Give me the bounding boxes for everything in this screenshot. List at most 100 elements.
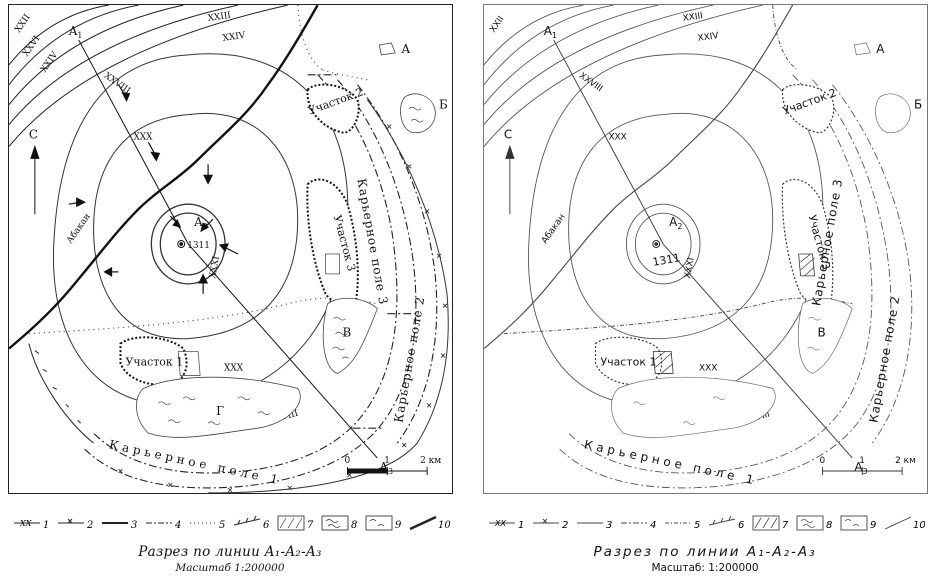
iso-label-xxx-lower-r: XXX [699,363,717,373]
depression-contours [52,53,349,406]
legend-num-9-r: 9 [870,520,876,531]
scale-2-label: 2 км [420,456,441,466]
cross-contour [208,99,449,493]
well-icon-r [652,240,661,249]
legend-num-6: 6 [263,520,270,531]
legend-num-5: 5 [219,520,225,531]
iso-label-xxiv-r: XXIV [697,31,720,44]
site-1-label-r: Участок 1 [600,355,656,368]
legend-num-2: 2 [86,520,93,531]
iso-label-xxiii: XXIII [207,11,232,24]
river-label-r: Абакан [540,212,568,246]
caption-title-right: Разрез по линии A₁-A₂-A₃ [593,544,817,560]
north-label: С [29,127,38,141]
iso-label-xxvi: XXVI [21,34,42,59]
legend-xx-label: XX [19,519,32,528]
map-frame-right: XXII XXIII XXIV XXVIII XXX XXXI XXX XXVI… [483,4,928,494]
zone-a-label-r: А [876,42,885,56]
scale-0-label: 0 [344,456,350,466]
legend-svg-left: XX 1 2 3 4 5 6 7 8 9 10 [14,515,451,531]
zone-b-area-r [875,93,911,133]
legend-num-10-r: 10 [913,520,925,531]
iso-label-xxxi-r: XXXI [683,257,696,279]
iso-label-xxiii-r: XXIII [682,11,703,24]
well-icon [177,240,186,249]
site-2-outline [306,83,360,134]
legend-swatches [14,515,437,531]
iso-label-xxx-r: XXX [608,132,626,142]
quarry-field-boundaries-r [558,74,913,489]
map-svg-right: XXII XXIII XXIV XXVIII XXX XXXI XXX XXVI… [484,5,922,489]
field-3-label: Карьерное поле 3 [354,177,390,306]
north-arrow-icon [30,144,40,215]
scale-0-label-r: 0 [819,456,825,466]
legend-left: XX 1 2 3 4 5 6 7 8 9 10 [10,510,451,536]
zone-v-label: В [342,326,351,340]
dotted-boundary [28,5,378,335]
section-line-r [553,39,853,459]
legend-num-9: 9 [395,520,402,531]
point-a2-label-r: A2 [669,215,682,231]
iso-label-xxx-lower: XXX [224,363,244,373]
field-1-label-r: Карьерное поле 1 [583,437,759,487]
scale-bar [346,467,428,475]
section-line [78,39,378,459]
field-1-label: Карьерное поле 1 [108,437,283,487]
dotted-boundary-r [503,5,853,335]
iso-label-xxviii: XXVIII [102,71,133,97]
map-frame-left: XXII XXVI XXIV XXIII XXIV XXVIII XXX XXX… [8,4,453,494]
corner-isolines [9,5,288,147]
zone-a-area [378,42,396,56]
depression-contours-r [528,53,824,406]
zone-v-area [322,297,378,374]
iso-label-xxiv-top: XXIV [222,31,246,44]
legend-num-8-r: 8 [826,520,832,531]
zone-a-area-r [853,42,871,56]
map-panel-right: XXII XXIII XXIV XXVIII XXX XXXI XXX XXVI… [475,0,935,582]
legend-right: XX 1 2 3 4 5 6 7 8 9 10 [485,510,926,536]
legend-xx-label-r: XX [494,519,506,528]
corner-isolines-r [484,5,763,147]
scale-1-label: 1 [384,456,390,466]
zone-v-area-r [797,297,853,374]
site-2-outline-r [782,83,835,134]
site-1-label: Участок 1 [125,355,183,368]
cross-marks [118,124,448,493]
zone-b-label: Б [439,98,448,112]
legend-num-3: 3 [131,520,137,531]
river-line [9,5,319,350]
well-label: 1311 [187,241,210,251]
north-arrow-icon-r [505,144,515,215]
point-a3-label-r: A3 [854,460,867,476]
legend-num-3-r: 3 [606,520,612,531]
flow-arrows [68,84,239,294]
legend-num-4-r: 4 [650,520,656,531]
point-a1-label-r: A1 [544,24,557,40]
north-label-r: С [504,127,512,141]
iso-label-xxx: XXX [133,132,153,142]
zone-v-label-r: В [817,326,825,340]
caption-title-left: Разрез по линии A₁-A₂-A₃ [138,544,322,560]
iso-label-xxxi: XXXI [208,255,222,279]
legend-num-7: 7 [307,520,314,531]
zone-a-label: А [401,42,410,56]
hatched-contour [28,343,94,444]
legend-num-2-r: 2 [562,520,568,531]
zone-b-area [400,93,436,134]
legend-swatches-r [489,515,912,531]
legend-num-6-r: 6 [738,520,744,531]
map-panel-left: XXII XXVI XXIV XXIII XXIV XXVIII XXX XXX… [0,0,460,582]
iso-label-xxiv: XXIV [39,50,61,75]
legend-svg-right: XX 1 2 3 4 5 6 7 8 9 10 [489,515,926,531]
scale-1-label-r: 1 [859,456,865,466]
legend-num-5-r: 5 [694,520,700,531]
zone-g-label: Г [216,404,224,418]
zone-g-area [136,376,301,438]
legend-num-7-r: 7 [782,520,789,531]
caption-scale-right: Масштаб: 1:200000 [651,562,759,574]
legend-num-1: 1 [43,520,49,531]
legend-num-4: 4 [174,520,181,531]
point-a1-label: A1 [68,24,83,40]
well-label-r: 1311 [651,251,681,269]
caption-scale-left: Масштаб 1:200000 [175,562,285,574]
